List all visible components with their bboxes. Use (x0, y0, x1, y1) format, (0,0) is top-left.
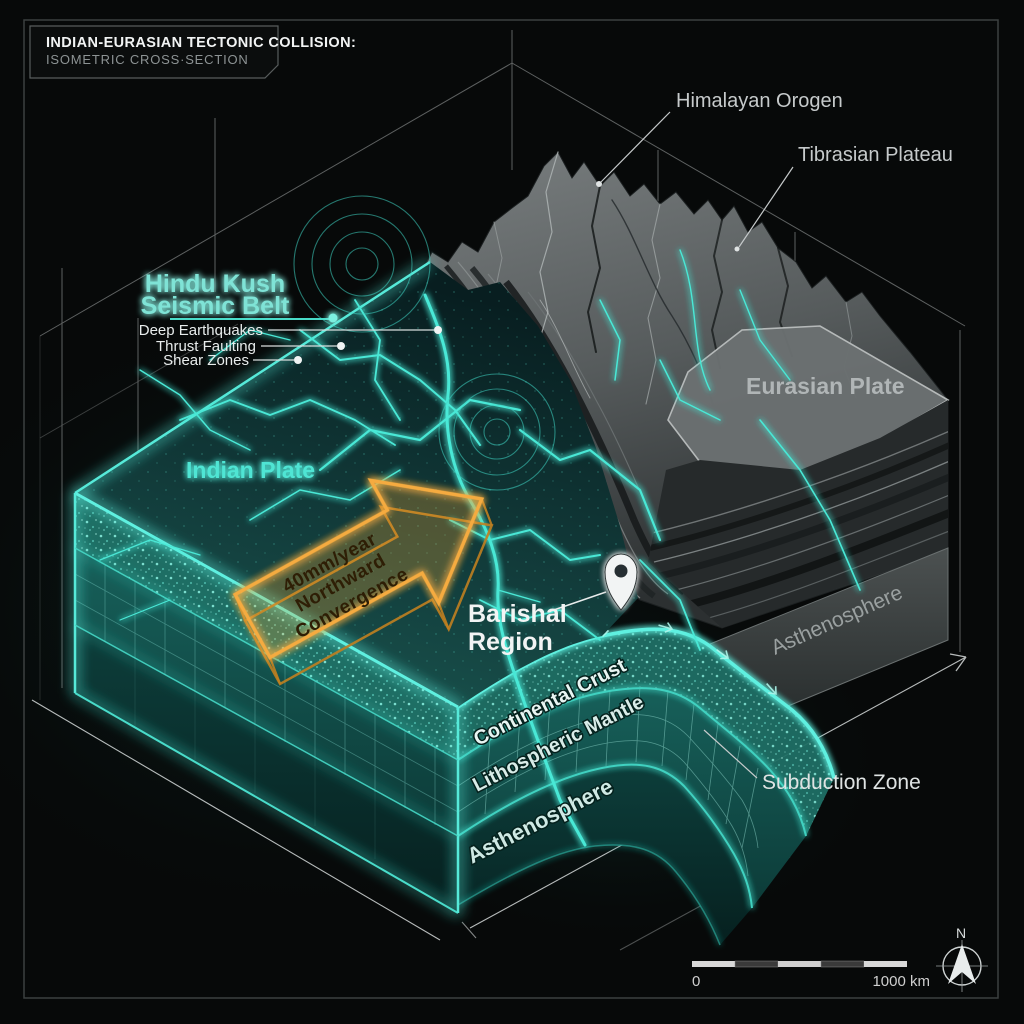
left-face-mantle (75, 548, 458, 836)
diagram-subtitle: ISOMETRIC CROSS·SECTION (46, 52, 249, 67)
slab-asthenosphere-band (458, 764, 752, 945)
hindu-kush-label-line1: Hindu Kush (145, 270, 285, 298)
thrust-faulting-label: Thrust Faulting (156, 338, 256, 355)
arrow-connector-lines (234, 498, 493, 685)
leader-lines (170, 111, 794, 779)
compass-north-label: N (956, 925, 966, 941)
arrow-top-face (232, 478, 485, 660)
scale-start-label: 0 (692, 973, 700, 990)
deep-earthquakes-dot (434, 326, 442, 334)
barishal-label-line1: Barishal (468, 600, 567, 628)
slab-band-edges (457, 627, 836, 946)
plateau-dot (734, 246, 740, 252)
subduction-zone-label: Subduction Zone (762, 771, 921, 794)
slab-mantle-grid (457, 685, 759, 877)
hindu-kush-label-line2: Seismic Belt (141, 292, 290, 320)
convergence-arrow: 40mm/year Northward Convergence (232, 478, 494, 686)
orogen-dot (596, 181, 602, 187)
diagram-title: INDIAN-EURASIAN TECTONIC COLLISION: (46, 35, 356, 51)
indian-plate-label: Indian Plate (186, 457, 315, 483)
slab-crust-band (458, 629, 834, 836)
barishal-label-line2: Region (468, 628, 553, 656)
outer-frame (23, 19, 999, 999)
plateau-strata-face (648, 400, 948, 628)
hindu-kush-dot (328, 313, 338, 323)
thrust-faulting-dot (337, 342, 345, 350)
scale-end-label: 1000 km (872, 973, 930, 990)
shear-zones-label: Shear Zones (163, 352, 249, 369)
compass-rose: N (936, 925, 988, 992)
seismic-epicenter-ripples (293, 195, 556, 491)
deep-earthquakes-label: Deep Earthquakes (139, 322, 263, 339)
scale-bar: 0 1000 km (692, 960, 930, 990)
left-face-grid (74, 565, 459, 825)
eurasian-plate-label: Eurasian Plate (746, 373, 905, 399)
title-box: INDIAN-EURASIAN TECTONIC COLLISION: ISOM… (29, 25, 356, 79)
location-pin-icon (604, 553, 638, 611)
compass-needle-icon (948, 944, 976, 984)
seismic-fault-network (99, 249, 861, 847)
left-face-grid-lower (134, 658, 376, 859)
shear-zones-dot (294, 356, 302, 364)
left-face-asthenosphere (75, 625, 458, 913)
tibrasian-plateau-label: Tibrasian Plateau (798, 144, 953, 166)
himalayan-orogen-label: Himalayan Orogen (676, 90, 843, 112)
